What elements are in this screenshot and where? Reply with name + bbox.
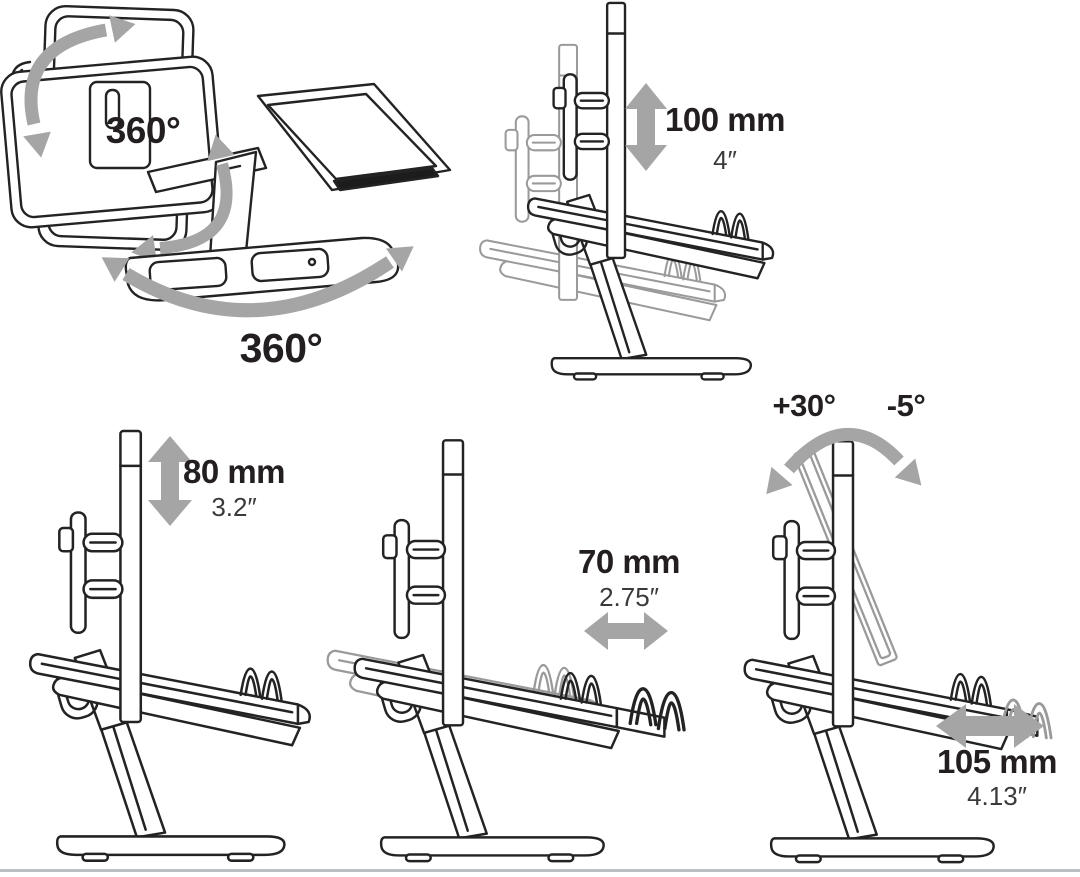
lift-80-metric-label: 80 mm bbox=[182, 453, 286, 490]
tilt-forward-label: -5° bbox=[886, 388, 926, 423]
slide-arrow-icon bbox=[584, 612, 668, 650]
stand-side-view-drawing bbox=[355, 440, 686, 861]
slide-70-metric-label: 70 mm bbox=[577, 543, 681, 580]
lift-80-imperial-label: 3.2″ bbox=[211, 492, 257, 522]
tilt-slide-figure bbox=[745, 427, 1053, 862]
tilt-arrow-icon bbox=[755, 427, 932, 504]
bottom-divider bbox=[0, 869, 1080, 872]
tilt-back-label: +30° bbox=[772, 388, 836, 423]
slide-105-imperial-label: 4.13″ bbox=[967, 781, 1027, 811]
vesa-plate bbox=[88, 80, 152, 170]
lift-100-metric-label: 100 mm bbox=[665, 101, 785, 138]
monitor-rotation-figure bbox=[0, 5, 452, 318]
slide-70-imperial-label: 2.75″ bbox=[599, 582, 659, 612]
laptop-tray bbox=[256, 82, 452, 192]
monitor-lift-figure bbox=[30, 431, 310, 861]
height-arrow-icon bbox=[625, 83, 667, 171]
workstation-lift-figure bbox=[480, 3, 773, 380]
base-plate bbox=[124, 236, 400, 302]
lift-100-imperial-label: 4″ bbox=[713, 145, 737, 175]
arm-rotation-arrow-icon bbox=[129, 131, 235, 267]
screen-rotation-arrow-icon bbox=[23, 10, 139, 161]
slide-arrow-icon bbox=[936, 704, 1044, 748]
height-arrow-icon bbox=[148, 436, 192, 526]
slide-105-metric-label: 105 mm bbox=[937, 743, 1057, 780]
base-rotation-label: 360° bbox=[239, 325, 323, 371]
tray-slide-figure bbox=[328, 440, 686, 861]
screen-rotation-label: 360° bbox=[105, 110, 181, 151]
base-rotation-arrow-icon bbox=[94, 234, 422, 318]
